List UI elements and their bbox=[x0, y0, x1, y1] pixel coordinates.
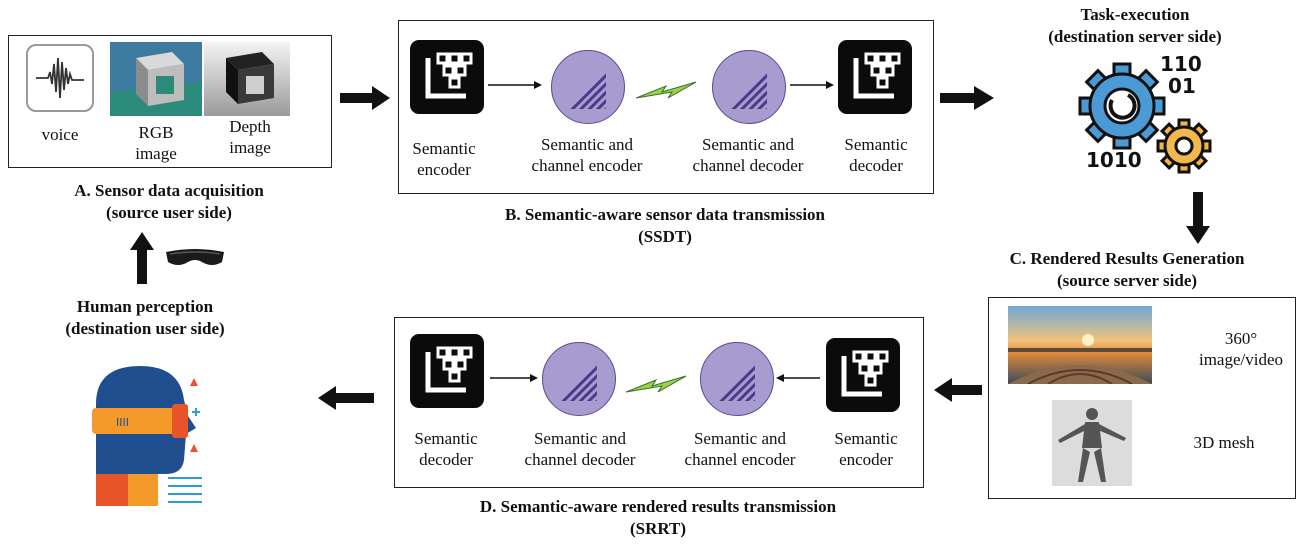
ssdt-channel-decoder-label: Semantic and channel decoder bbox=[692, 135, 804, 175]
human-vr-illustration: IIII bbox=[88, 364, 218, 506]
ssdt-arrow-2 bbox=[790, 80, 834, 90]
mesh-image bbox=[1052, 400, 1132, 486]
ssdt-channel-encoder-icon bbox=[551, 50, 625, 124]
human-caption-line1: Human perception bbox=[76, 297, 214, 316]
srrt-caption-line1: D. Semantic-aware rendered results trans… bbox=[479, 497, 837, 516]
depth-image bbox=[204, 42, 290, 116]
rgb-image bbox=[110, 42, 202, 116]
task-title-line2: (destination server side) bbox=[1048, 27, 1222, 46]
gears-icon bbox=[1076, 58, 1226, 174]
srrt-wireless-link-icon bbox=[626, 372, 686, 398]
ssdt-semantic-decoder-label: Semantic decoder bbox=[844, 135, 908, 175]
arrow-d-to-human bbox=[318, 386, 374, 410]
voice-icon bbox=[26, 44, 94, 112]
srrt-channel-decoder-label: Semantic and channel decoder bbox=[524, 429, 636, 469]
ssdt-arrow-1 bbox=[488, 80, 542, 90]
semantic-encoder-icon bbox=[410, 40, 484, 114]
ssdt-channel-encoder-label: Semantic and channel encoder bbox=[531, 135, 643, 175]
ssdt-caption-line1: B. Semantic-aware sensor data transmissi… bbox=[504, 205, 825, 224]
task-title-line1: Task-execution bbox=[1080, 5, 1190, 24]
ssdt-semantic-encoder-label: Semantic encoder bbox=[412, 139, 476, 179]
rendered-caption-line1: C. Rendered Results Generation bbox=[1009, 249, 1245, 268]
arrow-b-to-task bbox=[940, 86, 994, 110]
arrow-c-to-d bbox=[934, 378, 982, 402]
rgb-label: RGB image bbox=[135, 123, 177, 163]
rendered-caption-line2: (source server side) bbox=[1056, 271, 1198, 290]
srrt-caption-line2: (SRRT) bbox=[629, 519, 687, 538]
srrt-semantic-decoder-label: Semantic decoder bbox=[414, 429, 478, 469]
ssdt-wireless-link-icon bbox=[636, 78, 696, 104]
srrt-arrow-1 bbox=[490, 373, 538, 383]
srrt-semantic-encoder-label: Semantic encoder bbox=[834, 429, 898, 469]
sensor-caption-line1: A. Sensor data acquisition bbox=[74, 181, 264, 200]
srrt-channel-encoder-label: Semantic and channel encoder bbox=[684, 429, 796, 469]
binary-top-line1: 110 bbox=[1160, 52, 1202, 76]
mesh-label: 3D mesh bbox=[1193, 433, 1255, 452]
arrow-a-to-b bbox=[340, 86, 390, 110]
srrt-arrow-2 bbox=[776, 373, 820, 383]
visor-text: IIII bbox=[116, 416, 129, 429]
ssdt-caption-line2: (SSDT) bbox=[638, 227, 692, 246]
voice-label: voice bbox=[41, 125, 79, 144]
arrow-human-to-a bbox=[130, 232, 154, 284]
semantic-decoder-icon bbox=[838, 40, 912, 114]
srrt-channel-encoder-icon bbox=[700, 342, 774, 416]
depth-label: Depth image bbox=[229, 117, 271, 157]
human-caption-line2: (destination user side) bbox=[65, 319, 225, 338]
sensor-caption-line2: (source user side) bbox=[106, 203, 232, 222]
binary-top-line2: 01 bbox=[1168, 74, 1196, 98]
binary-bottom: 1010 bbox=[1086, 148, 1142, 172]
panorama-label: 360° image/video bbox=[1198, 329, 1284, 369]
panorama-image bbox=[1008, 306, 1152, 384]
arrow-task-to-c bbox=[1186, 192, 1210, 244]
srrt-semantic-encoder-icon bbox=[826, 338, 900, 412]
srrt-channel-decoder-icon bbox=[542, 342, 616, 416]
ssdt-channel-decoder-icon bbox=[712, 50, 786, 124]
vr-glasses-icon bbox=[164, 246, 226, 270]
srrt-semantic-decoder-icon bbox=[410, 334, 484, 408]
